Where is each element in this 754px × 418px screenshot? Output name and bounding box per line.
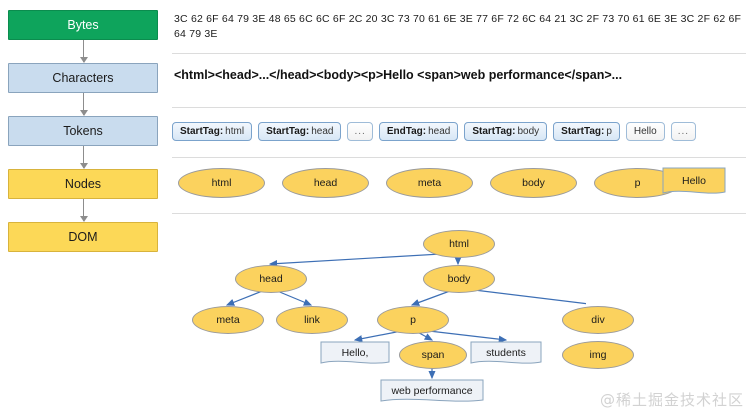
divider-1 bbox=[172, 53, 746, 54]
token-kind: StartTag: bbox=[266, 126, 310, 137]
node-label: p bbox=[634, 177, 641, 189]
pipeline-stage-label: Tokens bbox=[63, 124, 103, 138]
dom-node-label: web performance bbox=[391, 384, 473, 397]
note-shape-icon bbox=[380, 379, 484, 402]
dom-node-label: meta bbox=[216, 314, 240, 326]
dom-edge-html-head bbox=[268, 252, 459, 268]
note-shape-icon bbox=[470, 341, 542, 364]
dom-node-span: span bbox=[399, 341, 467, 369]
pipeline-stage-label: Nodes bbox=[64, 177, 102, 191]
dom-node-head: head bbox=[235, 265, 307, 293]
dom-node-students: students bbox=[470, 341, 542, 367]
node-shape-row: html head meta body p Hello bbox=[174, 167, 748, 204]
dom-edge-body-div bbox=[457, 287, 586, 305]
dom-node-label: link bbox=[304, 314, 320, 326]
note-shape-icon bbox=[662, 167, 726, 194]
token-value: ... bbox=[677, 126, 690, 137]
pipeline-column: Bytes Characters Tokens Nodes DOM bbox=[8, 0, 160, 418]
node-label: head bbox=[313, 177, 338, 189]
dom-node-label: students bbox=[486, 346, 526, 359]
token-value: html bbox=[225, 126, 245, 137]
token-chip: StartTag:head bbox=[258, 122, 342, 141]
token-value: p bbox=[606, 126, 612, 137]
pipeline-arrow-2 bbox=[79, 93, 88, 116]
dom-node-html: html bbox=[423, 230, 495, 258]
token-chip: ... bbox=[347, 122, 373, 141]
node-label: Hello bbox=[682, 174, 706, 187]
node-label: body bbox=[522, 177, 545, 189]
dom-node-hello: Hello, bbox=[320, 341, 390, 367]
node-oval: meta bbox=[386, 168, 473, 198]
node-oval: body bbox=[490, 168, 577, 198]
token-kind: EndTag: bbox=[386, 126, 427, 137]
token-value: head bbox=[311, 126, 334, 137]
token-chip: ... bbox=[670, 122, 697, 141]
token-value: ... bbox=[354, 126, 366, 137]
dom-node-label: img bbox=[589, 349, 607, 361]
pipeline-stage-label: Characters bbox=[52, 71, 114, 85]
token-chip: StartTag:p bbox=[553, 122, 620, 141]
token-chip: Hello bbox=[625, 122, 665, 141]
characters-text: <html><head>...</head><body><p>Hello <sp… bbox=[174, 68, 623, 82]
pipeline-arrow-4 bbox=[79, 199, 88, 222]
divider-3 bbox=[172, 157, 746, 158]
dom-node-img: img bbox=[562, 341, 634, 369]
dom-node-meta: meta bbox=[192, 306, 264, 334]
node-oval: html bbox=[178, 168, 265, 198]
node-oval: head bbox=[282, 168, 369, 198]
dom-node-label: p bbox=[410, 314, 416, 326]
note-shape-icon bbox=[320, 341, 390, 364]
dom-node-webperf: web performance bbox=[380, 379, 484, 405]
dom-node-div: div bbox=[562, 306, 634, 334]
dom-node-label: Hello, bbox=[341, 346, 369, 359]
token-value: head bbox=[428, 126, 451, 137]
detail-column: 3C 62 6F 64 79 3E 48 65 6C 6C 6F 2C 20 3… bbox=[168, 0, 754, 418]
pipeline-arrow-3 bbox=[79, 146, 88, 169]
dom-node-label: head bbox=[259, 273, 283, 285]
dom-node-label: span bbox=[421, 349, 445, 361]
divider-4 bbox=[172, 213, 746, 214]
pipeline-stage-nodes: Nodes bbox=[8, 169, 158, 199]
dom-node-label: div bbox=[591, 314, 605, 326]
bytes-hex-text: 3C 62 6F 64 79 3E 48 65 6C 6C 6F 2C 20 3… bbox=[174, 13, 742, 40]
token-kind: StartTag: bbox=[472, 126, 516, 137]
token-value: body bbox=[517, 126, 540, 137]
token-value: Hello bbox=[633, 126, 657, 137]
divider-2 bbox=[172, 107, 746, 108]
dom-node-body: body bbox=[423, 265, 495, 293]
node-text-flag: Hello bbox=[662, 167, 726, 197]
pipeline-stage-label: Bytes bbox=[67, 18, 99, 32]
pipeline-stage-bytes: Bytes bbox=[8, 10, 158, 40]
token-chip: StartTag:body bbox=[464, 122, 548, 141]
node-label: html bbox=[211, 177, 232, 189]
pipeline-stage-characters: Characters bbox=[8, 63, 158, 93]
pipeline-stage-dom: DOM bbox=[8, 222, 158, 252]
pipeline-stage-tokens: Tokens bbox=[8, 116, 158, 146]
token-chip: StartTag:html bbox=[172, 122, 253, 141]
token-kind: StartTag: bbox=[561, 126, 605, 137]
dom-node-label: html bbox=[449, 238, 469, 250]
dom-node-label: body bbox=[447, 273, 471, 285]
watermark-text: @稀土掘金技术社区 bbox=[599, 391, 744, 409]
pipeline-arrow-1 bbox=[79, 40, 88, 63]
pipeline-stage-label: DOM bbox=[68, 230, 98, 244]
node-label: meta bbox=[417, 177, 442, 189]
token-chip: EndTag:head bbox=[378, 122, 459, 141]
dom-node-link: link bbox=[276, 306, 348, 334]
dom-node-p: p bbox=[377, 306, 449, 334]
token-kind: StartTag: bbox=[180, 126, 224, 137]
